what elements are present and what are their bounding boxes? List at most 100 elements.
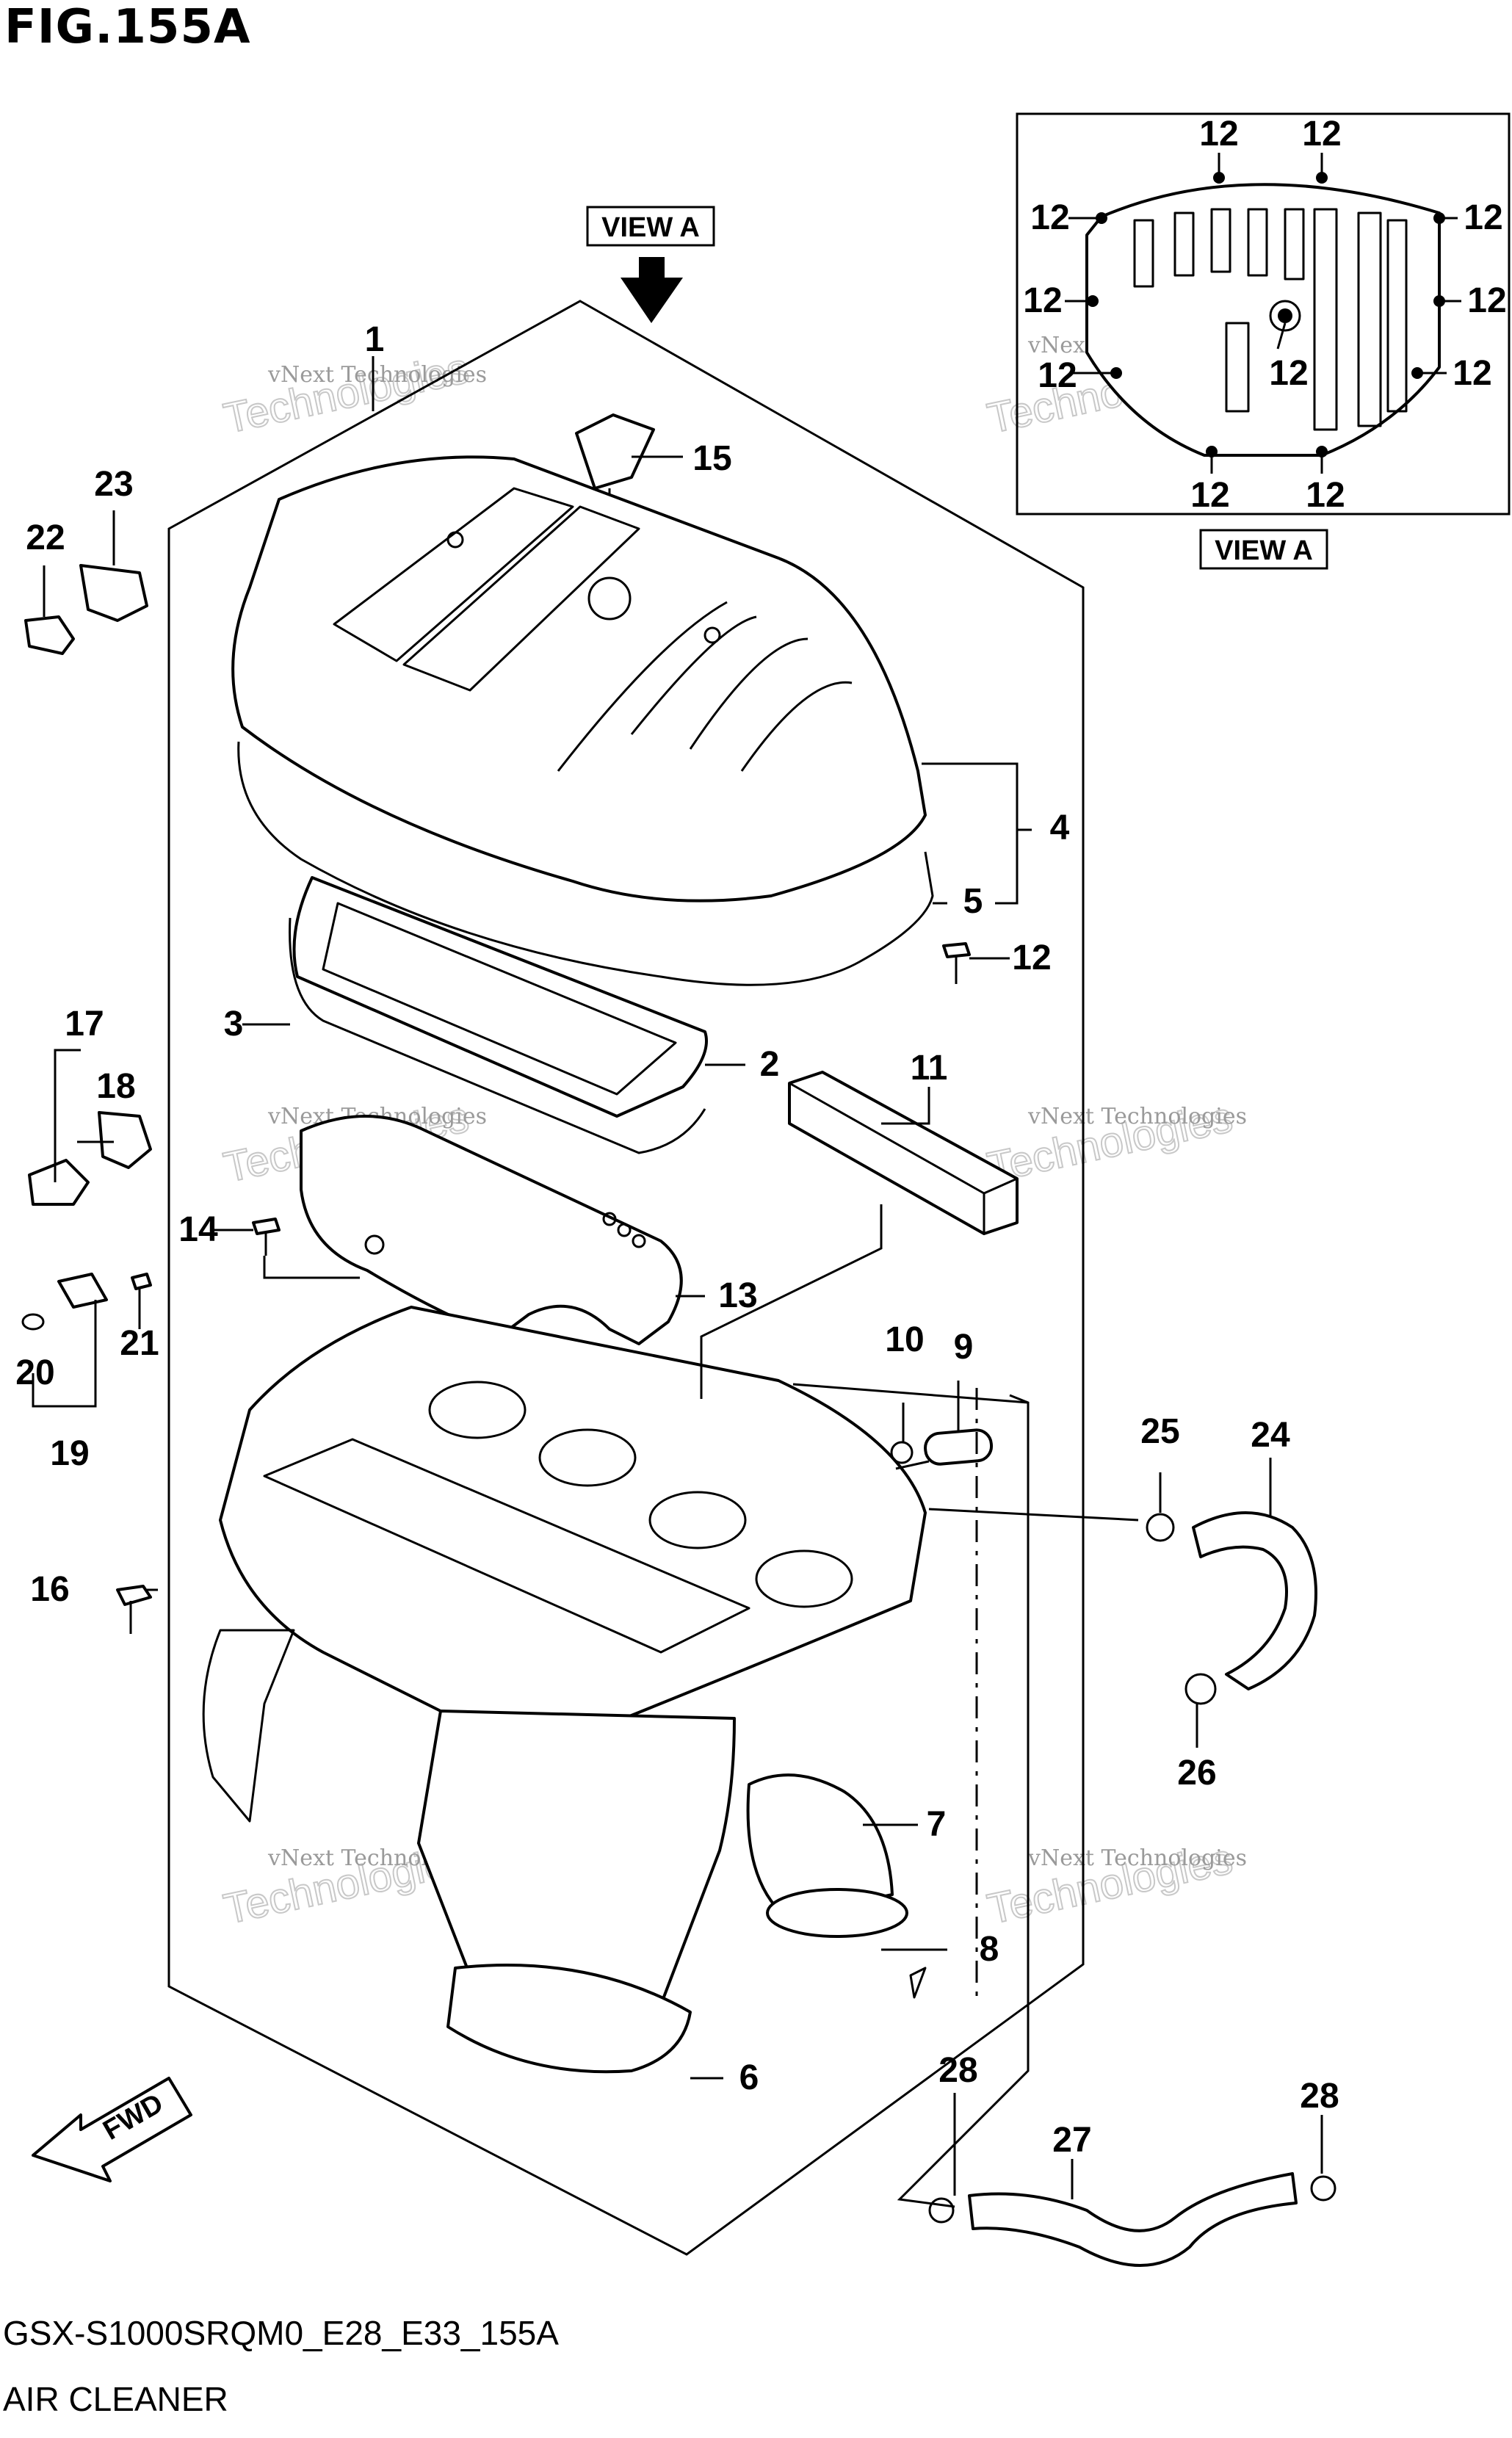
leader-lines [32,356,1323,2208]
view-a-inset-label: VIEW A [1215,535,1313,566]
callout-19: 19 [50,1434,89,1473]
callout-16: 16 [30,1570,69,1609]
part-15-cap [575,413,655,490]
callout-26: 26 [1177,1754,1216,1793]
part-14-screw [252,1218,281,1235]
callout-12-inset-6: 12 [1467,281,1506,320]
part-10-clamp [890,1441,914,1464]
callout-12-inset-5: 12 [1023,281,1062,320]
callout-8: 8 [980,1930,999,1969]
lower-case-openings [263,1381,853,1654]
part-5-seal [237,741,934,986]
figure-title: FIG.155A [4,0,251,54]
diagram-caption: AIR CLEANER [3,2380,228,2418]
view-a-top-frame [586,206,715,247]
callout-12-inset-1: 12 [1199,115,1238,153]
part-11-sponge [788,1071,1019,1235]
part-28-clamp-right [1310,2175,1336,2202]
part-3-frame [289,917,706,1154]
part-8-clamp [766,1888,908,1938]
callout-20: 20 [15,1353,54,1392]
view-a-inset-label-frame [1199,529,1328,570]
part-22-sensor [24,615,75,655]
part-20-washer [21,1313,45,1331]
part-9-hose [924,1428,994,1466]
part-2-element [292,876,708,1118]
callout-labels: 1 2 3 4 5 6 7 8 9 10 11 12 13 14 15 16 1… [15,115,1506,2160]
callout-12-inset-9: 12 [1453,354,1491,393]
part-7-duct [746,1773,894,1918]
callout-13: 13 [718,1276,757,1315]
part-28-clamp-left [928,2197,955,2224]
part-4-air-cleaner-cover [231,455,927,903]
part-21-screw [131,1273,152,1290]
callout-23: 23 [94,465,133,504]
part-19-sensor [57,1273,108,1309]
callout-12-inset-10: 12 [1190,476,1229,515]
assembly-boundary [167,300,1085,2256]
callout-11: 11 [911,1049,948,1088]
duct-holes [364,1212,646,1255]
watermark-small: vNext Technologies [1027,1845,1247,1871]
cover-ribs [1133,208,1408,431]
fwd-arrow-icon [32,2077,192,2182]
callout-12: 12 [1012,938,1051,977]
callout-21: 21 [120,1324,159,1363]
fwd-direction-marker: FWD [32,2077,192,2182]
view-a-top-label: VIEW A [601,212,700,243]
callout-12-inset-2: 12 [1302,115,1341,153]
part-6-lower-case [219,1306,927,1739]
watermark-small: vNext Technologies [267,362,487,388]
part-13-duct [300,1115,683,1345]
part-8-clamp-screw [909,1967,927,1999]
callout-10: 10 [885,1320,924,1359]
part-6-intake-mouth [446,1964,692,2074]
part-2-element-inner [322,902,677,1096]
watermark-small: vNext Technologies [1027,1104,1247,1129]
inset-leader-lines [1065,153,1461,474]
callout-22: 22 [26,518,65,557]
part-23-bracket [79,564,148,622]
model-code: GSX-S1000SRQM0_E28_E33_155A [3,2314,559,2352]
view-a-arrow-icon [621,257,683,323]
watermark-large: Technologies [220,344,473,443]
callout-6: 6 [739,2058,759,2097]
callout-12-inset-3: 12 [1030,198,1069,237]
view-a-inset-frame [1016,112,1511,516]
part-26-clamp [1184,1673,1217,1705]
part-11-sponge-edge [789,1082,1018,1234]
callout-12-inset-8: 12 [1269,354,1308,393]
callout-27: 27 [1052,2121,1091,2160]
callout-28-left: 28 [938,2051,977,2090]
callout-17: 17 [65,1005,104,1043]
cover-details [333,487,853,772]
part-18-holder [98,1111,152,1169]
callout-2: 2 [760,1045,780,1084]
callout-14: 14 [178,1210,218,1249]
callout-28-right: 28 [1300,2077,1339,2116]
callout-5: 5 [963,882,983,921]
callout-15: 15 [692,439,731,478]
part-24-hose [1192,1511,1317,1690]
callout-18: 18 [96,1067,135,1106]
callout-3: 3 [224,1005,244,1043]
callout-1: 1 [365,320,385,359]
callout-12-inset-4: 12 [1464,198,1502,237]
callout-25: 25 [1140,1412,1179,1451]
part-17-sensor [28,1159,90,1206]
callout-7: 7 [927,1805,947,1844]
part-12-screw [942,942,971,958]
callout-12-inset-7: 12 [1038,356,1077,395]
callout-9: 9 [954,1328,974,1367]
part-6-intake-body [417,1710,736,2006]
view-a-top-marker: VIEW A [586,206,715,323]
view-a-inset-marker: VIEW A [1199,529,1328,570]
callout-4: 4 [1050,809,1070,847]
part-25-clamp [1146,1513,1175,1542]
part-16-bolt [116,1585,152,1606]
callout-24: 24 [1251,1416,1290,1455]
part-6-side-bracket [202,1629,295,1823]
cover-inner-side [1085,183,1441,457]
part-27-hose [968,2172,1298,2267]
